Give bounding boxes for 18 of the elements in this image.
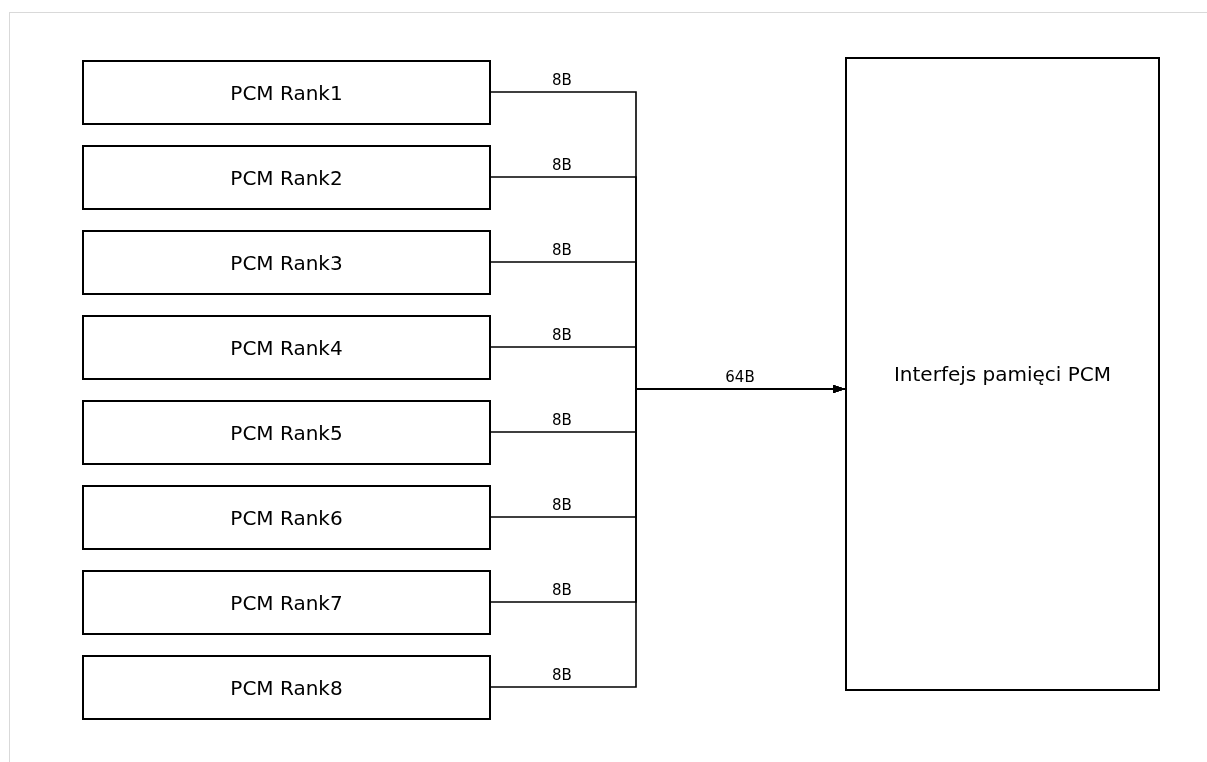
bus-width-label: 64B: [724, 368, 756, 386]
rank-box: PCM Rank1: [82, 60, 491, 125]
edge-label: 8B: [551, 71, 573, 89]
rank-box: PCM Rank4: [82, 315, 491, 380]
edge-label: 8B: [551, 411, 573, 429]
rank-box: PCM Rank5: [82, 400, 491, 465]
edge-label: 8B: [551, 326, 573, 344]
rank-box: PCM Rank2: [82, 145, 491, 210]
rank-box: PCM Rank8: [82, 655, 491, 720]
edge-label: 8B: [551, 666, 573, 684]
edge-label: 8B: [551, 496, 573, 514]
rank-box: PCM Rank7: [82, 570, 491, 635]
rank-box: PCM Rank3: [82, 230, 491, 295]
edge-label: 8B: [551, 156, 573, 174]
interface-box: Interfejs pamięci PCM: [845, 57, 1160, 691]
edge-label: 8B: [551, 581, 573, 599]
edge-label: 8B: [551, 241, 573, 259]
rank-box: PCM Rank6: [82, 485, 491, 550]
